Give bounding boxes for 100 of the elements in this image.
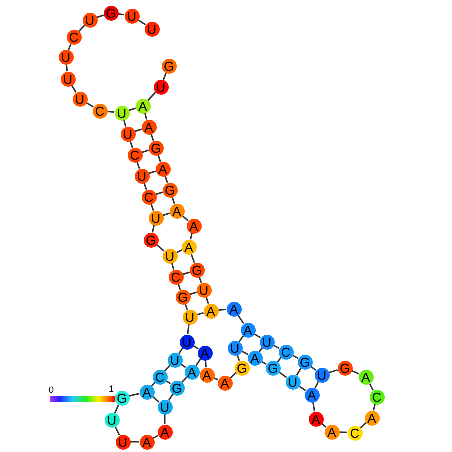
backbone-line xyxy=(230,372,237,379)
nucleotide-circle: U xyxy=(314,368,330,382)
backbone-line xyxy=(114,404,120,414)
backbone-line xyxy=(148,92,156,102)
nucleotide-circle: C xyxy=(66,30,82,44)
nucleotide-circle: G xyxy=(162,182,178,198)
nucleotide-circle: U xyxy=(168,352,182,368)
nucleotide-circle: U xyxy=(104,412,120,428)
nucleotide-circle: C xyxy=(348,426,362,440)
backbone-line xyxy=(107,110,115,114)
nucleotide-circle: U xyxy=(228,340,242,356)
nucleotide-circle: A xyxy=(140,384,154,400)
nucleotide-circle: A xyxy=(240,322,256,338)
nucleotide-circle: U xyxy=(82,12,98,28)
nucleotide-circle: A xyxy=(204,304,218,318)
nucleotide-circle: A xyxy=(156,162,170,176)
nucleotide-circle: G xyxy=(234,360,250,376)
nucleotide-circle: U xyxy=(116,434,130,450)
backbone-line xyxy=(168,394,174,402)
nucleotide-circle: C xyxy=(142,190,156,204)
nucleotide-circle: C xyxy=(278,344,294,360)
backbone-line xyxy=(328,369,338,374)
backbone-line xyxy=(130,441,140,443)
nucleotide-circle: G xyxy=(148,140,164,156)
backbone-line xyxy=(162,72,168,80)
nucleotide-circle: G xyxy=(298,354,312,370)
nucleotide-circle: A xyxy=(308,412,324,426)
nucleotide-circle: G xyxy=(190,262,204,278)
nucleotide-circle: C xyxy=(168,270,184,284)
backbone-line xyxy=(164,365,171,372)
nucleotide-circle: U xyxy=(148,210,164,226)
backbone-line xyxy=(129,393,140,397)
nucleotide-circle: C xyxy=(92,104,108,118)
nucleotide-circle: A xyxy=(136,98,150,114)
backbone-line xyxy=(156,244,165,252)
base-pair-line xyxy=(258,348,264,352)
backbone-line xyxy=(187,324,190,335)
nucleotide-circle: A xyxy=(186,218,202,234)
nucleotide-circle: U xyxy=(286,374,300,390)
scale-label: 0 xyxy=(49,386,54,395)
backbone-line xyxy=(278,372,288,378)
backbone-line xyxy=(204,360,208,368)
nucleotide-circle: A xyxy=(358,370,374,384)
backbone-line xyxy=(151,382,156,387)
nucleotide-circle: G xyxy=(144,232,158,248)
backbone-line xyxy=(164,414,166,424)
backbone-line xyxy=(123,120,127,127)
nucleotide-circle: A xyxy=(158,424,172,440)
nucleotide-circle: A xyxy=(226,302,242,316)
nucleotide-circle: A xyxy=(182,240,196,254)
nucleotide-circle: G xyxy=(176,290,190,304)
base-pair-line xyxy=(238,336,244,342)
nucleotide-circle: A xyxy=(304,388,320,402)
nucleotide-circle: C xyxy=(152,370,168,384)
base-pair-line xyxy=(197,312,204,316)
nucleotide-circle: U xyxy=(162,248,178,264)
backbone-line xyxy=(114,426,120,436)
backbone-line xyxy=(312,402,316,412)
nucleotide-circle: U xyxy=(124,8,140,24)
nucleotide-circle: G xyxy=(338,360,352,376)
nucleotide-circle: G xyxy=(266,360,280,376)
backbone-line xyxy=(78,24,86,32)
base-pair-line xyxy=(296,368,302,376)
nucleotide-circle: A xyxy=(248,350,262,366)
nucleotide-circle: U xyxy=(134,168,150,184)
nucleotide-circle: A xyxy=(142,120,156,134)
nucleotide-circle: A xyxy=(218,376,232,390)
backbone-line xyxy=(218,308,227,312)
nucleotide-circle: U xyxy=(196,282,212,298)
backbone-line xyxy=(66,64,68,72)
nucleotide-circle: A xyxy=(140,434,154,450)
nucleotide-circle: U xyxy=(154,80,168,94)
backbone-line xyxy=(190,254,196,264)
backbone-line xyxy=(152,225,156,233)
nucleotide-circle: U xyxy=(158,400,172,414)
base-pair-line xyxy=(152,396,160,403)
scale-label: 1 xyxy=(109,385,114,394)
nucleotide-circle: A xyxy=(324,424,340,440)
nucleotide-circle: A xyxy=(364,410,380,426)
backbone-line xyxy=(138,19,146,26)
nucleotide-circle: C xyxy=(128,148,142,162)
nucleotide-circle: G xyxy=(104,6,118,20)
backbone-line xyxy=(360,422,367,429)
nucleotide-circle: A xyxy=(198,346,212,360)
nucleotide-circle: A xyxy=(170,204,184,218)
nucleotide-circle: U xyxy=(144,22,160,36)
nucleotide-circle: U xyxy=(180,334,194,350)
backbone-line xyxy=(68,44,72,50)
nucleotide-circle: U xyxy=(260,334,274,350)
nucleotide-circle: G xyxy=(170,380,184,396)
backbone-line xyxy=(171,263,175,270)
nucleotide-circle: G xyxy=(114,390,130,406)
nucleotide-circle: A xyxy=(200,368,214,382)
nucleotide-circle: G xyxy=(162,58,176,74)
backbone-line xyxy=(238,314,244,324)
nucleotide-circle: U xyxy=(60,72,76,86)
backbone-line xyxy=(196,358,202,366)
nucleotide-circle: U xyxy=(114,106,130,120)
nucleotide-circle: A xyxy=(184,364,200,380)
nucleotide-circle: U xyxy=(58,50,74,64)
